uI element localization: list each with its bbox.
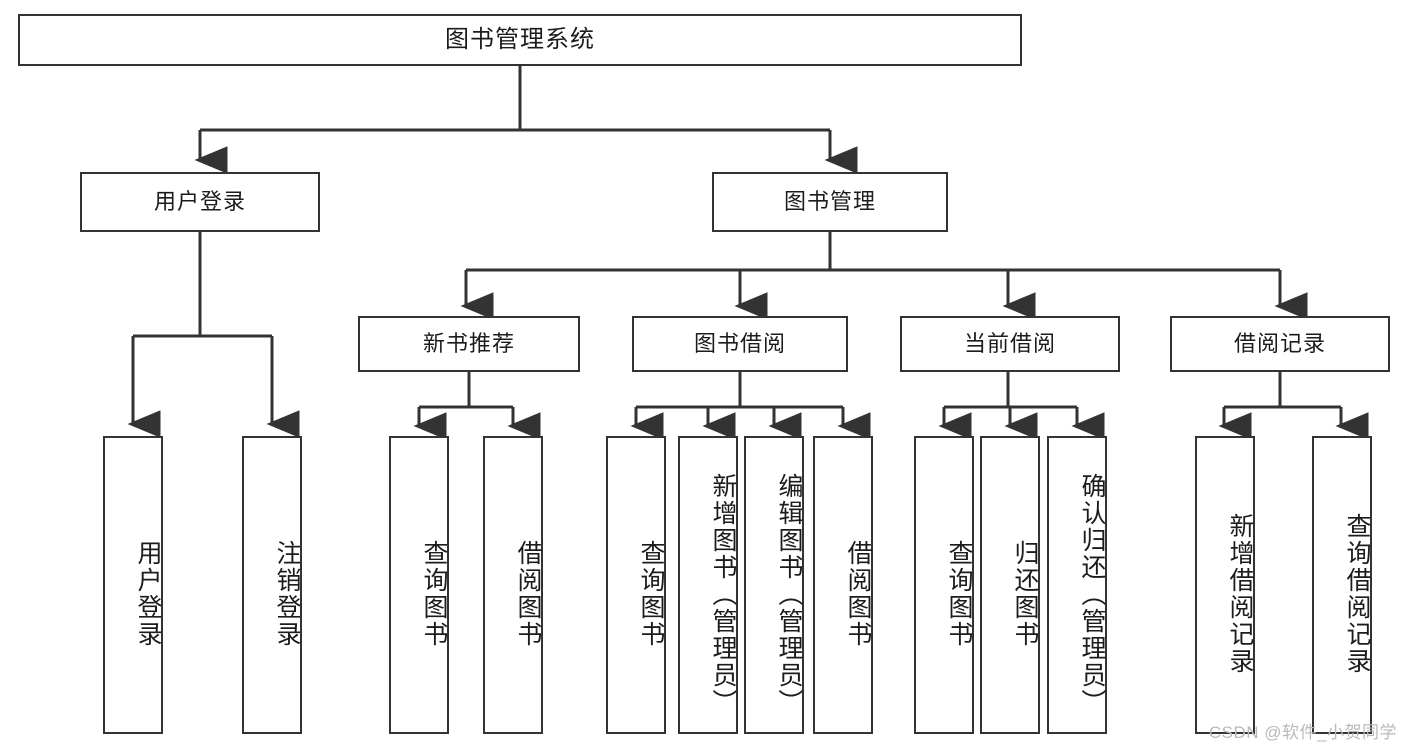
node-leaf-logout[interactable]: 注销登录 (242, 436, 302, 734)
node-leaf-label: 查询借阅记录 (1343, 513, 1371, 675)
node-leaf-query-book-recommend[interactable]: 查询图书 (389, 436, 449, 734)
node-leaf-label: 查询图书 (637, 540, 665, 648)
node-new-book-recommend-label: 新书推荐 (422, 330, 515, 356)
node-leaf-query-borrow-record[interactable]: 查询借阅记录 (1312, 436, 1372, 734)
node-leaf-label: 新增借阅记录 (1226, 513, 1254, 675)
node-user-login-label: 用户登录 (153, 188, 246, 214)
node-leaf-query-book-borrow[interactable]: 查询图书 (606, 436, 666, 734)
node-leaf-label: 新增图书（管理员） (709, 472, 737, 716)
node-book-borrow-label: 图书借阅 (693, 330, 786, 356)
node-new-book-recommend[interactable]: 新书推荐 (358, 316, 580, 372)
node-user-login[interactable]: 用户登录 (80, 172, 320, 232)
node-leaf-label: 用户登录 (134, 540, 162, 648)
node-borrow-record[interactable]: 借阅记录 (1170, 316, 1390, 372)
node-book-management-label: 图书管理 (783, 188, 876, 214)
node-leaf-query-book-current[interactable]: 查询图书 (914, 436, 974, 734)
node-leaf-borrow-book[interactable]: 借阅图书 (813, 436, 873, 734)
node-leaf-label: 注销登录 (273, 540, 301, 648)
node-book-borrow[interactable]: 图书借阅 (632, 316, 848, 372)
node-leaf-add-book-admin[interactable]: 新增图书（管理员） (678, 436, 738, 734)
node-leaf-label: 确认归还（管理员） (1078, 472, 1106, 716)
node-leaf-borrow-book-recommend[interactable]: 借阅图书 (483, 436, 543, 734)
node-leaf-return-book[interactable]: 归还图书 (980, 436, 1040, 734)
node-root-system[interactable]: 图书管理系统 (18, 14, 1022, 66)
node-leaf-label: 归还图书 (1011, 540, 1039, 648)
node-leaf-label: 借阅图书 (514, 540, 542, 648)
node-leaf-label: 借阅图书 (844, 540, 872, 648)
node-root-label: 图书管理系统 (445, 25, 595, 53)
node-book-management[interactable]: 图书管理 (712, 172, 948, 232)
node-leaf-edit-book-admin[interactable]: 编辑图书（管理员） (744, 436, 804, 734)
node-leaf-confirm-return-admin[interactable]: 确认归还（管理员） (1047, 436, 1107, 734)
node-current-borrow-label: 当前借阅 (963, 330, 1056, 356)
node-leaf-add-borrow-record[interactable]: 新增借阅记录 (1195, 436, 1255, 734)
node-current-borrow[interactable]: 当前借阅 (900, 316, 1120, 372)
node-leaf-label: 编辑图书（管理员） (775, 472, 803, 716)
watermark-text: CSDN @软件_小贺同学 (1208, 723, 1397, 742)
node-borrow-record-label: 借阅记录 (1233, 330, 1326, 356)
node-leaf-label: 查询图书 (945, 540, 973, 648)
node-leaf-user-login[interactable]: 用户登录 (103, 436, 163, 734)
node-leaf-label: 查询图书 (420, 540, 448, 648)
